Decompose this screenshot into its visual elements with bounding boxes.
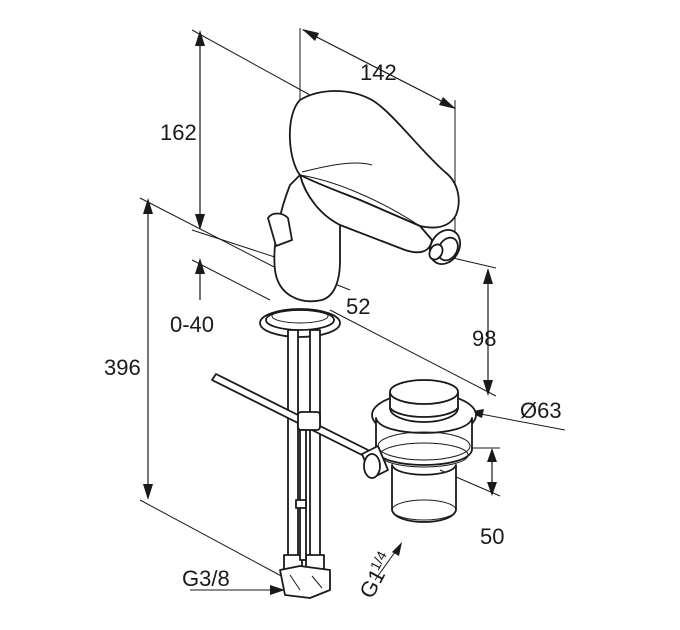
dim-label-162: 162 bbox=[160, 120, 197, 145]
dim-label-98: 98 bbox=[472, 326, 496, 351]
dim-label-0-40: 0-40 bbox=[170, 312, 214, 337]
thread-main: G1 bbox=[354, 565, 390, 603]
dim-label-142: 142 bbox=[360, 60, 397, 85]
dim-label-g38: G3/8 bbox=[182, 566, 230, 591]
dimension-162 bbox=[191, 29, 311, 263]
leader-g114 bbox=[374, 542, 402, 581]
waste-assembly bbox=[361, 379, 477, 523]
dim-label-52: 52 bbox=[346, 294, 370, 319]
dimension-0-40 bbox=[191, 258, 271, 301]
dim-label-50: 50 bbox=[480, 524, 504, 549]
dimension-396 bbox=[139, 197, 286, 579]
dim-label-63: Ø63 bbox=[520, 398, 562, 423]
leader-g38 bbox=[190, 585, 285, 595]
dim-label-396: 396 bbox=[104, 355, 141, 380]
mixer-body bbox=[259, 90, 461, 338]
supply-hoses bbox=[279, 329, 331, 599]
